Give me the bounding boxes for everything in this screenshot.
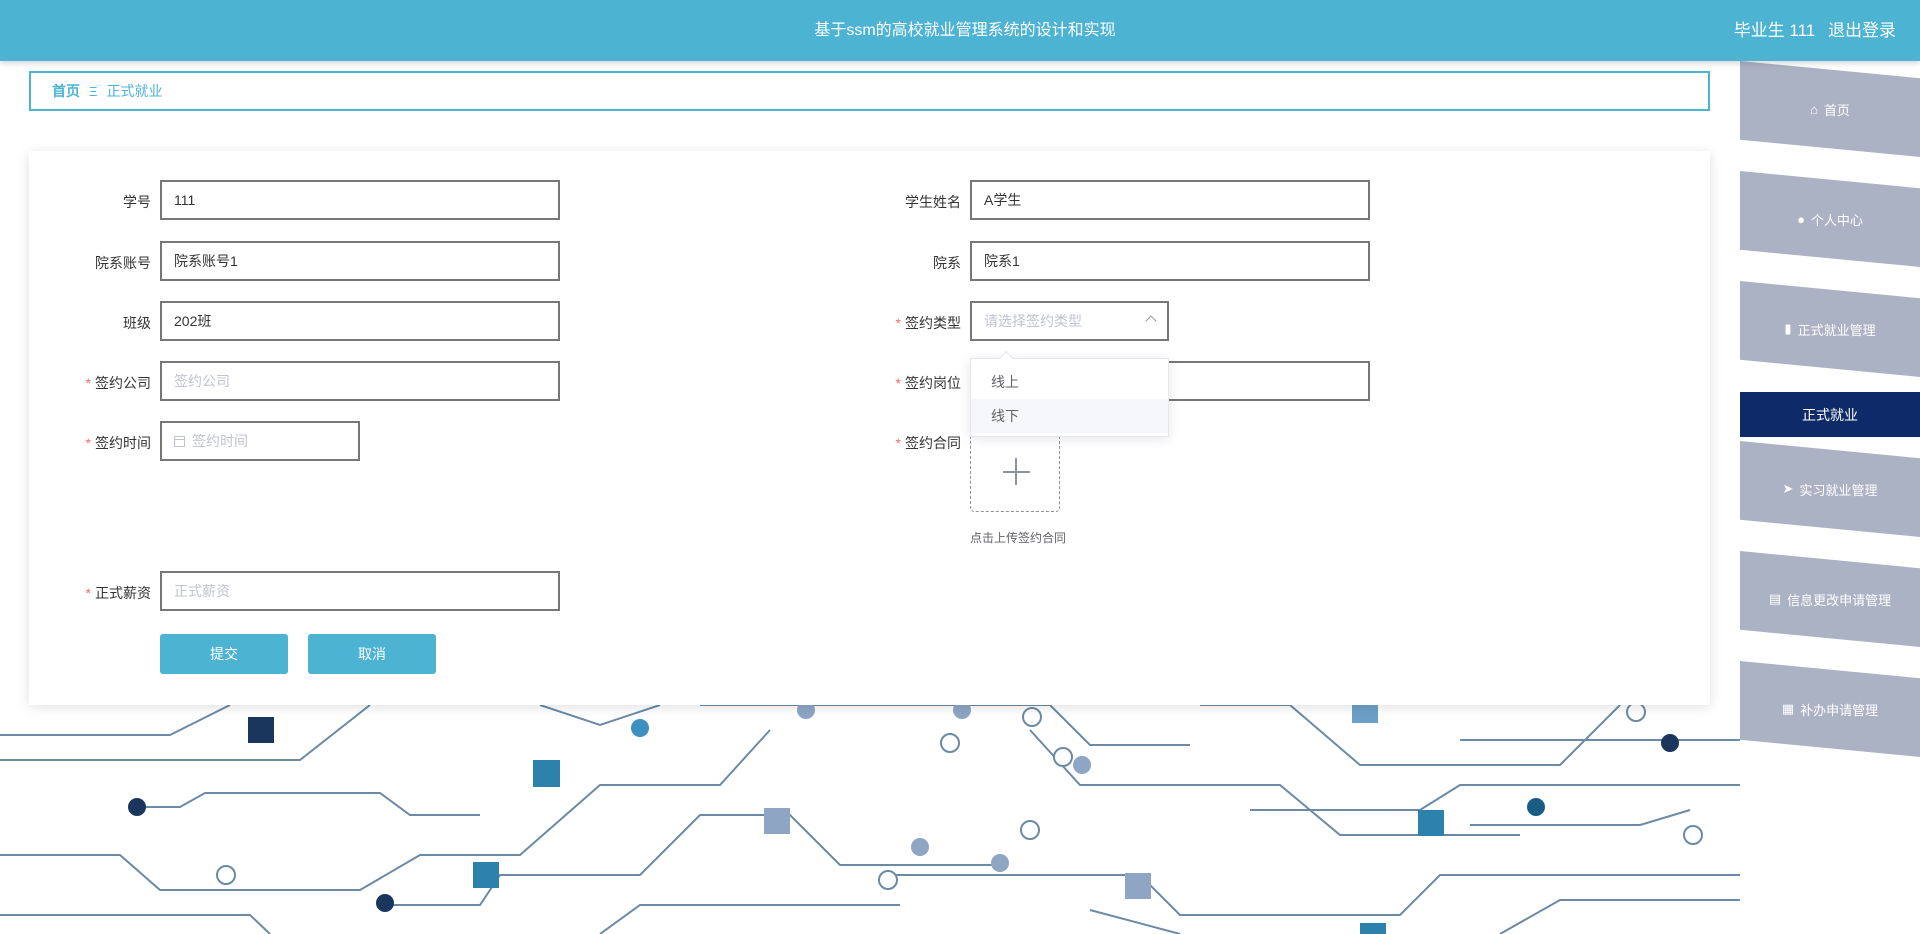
sidebar-item-formal-employment[interactable]: ▮ 正式就业管理	[1740, 281, 1920, 377]
dept-input[interactable]: 院系1	[970, 241, 1370, 281]
current-user: 毕业生 111	[1733, 21, 1816, 40]
sign-contract-label: *签约合同	[895, 435, 961, 451]
sidebar-item-label: 补办申请管理	[1800, 702, 1879, 718]
sign-type-select[interactable]: 请选择签约类型	[970, 301, 1169, 341]
sign-type-dropdown: 线上 线下	[970, 350, 1169, 437]
option-offline[interactable]: 线下	[971, 399, 1168, 433]
user-area: 毕业生 111 退出登录	[1726, 0, 1896, 61]
sidebar-item-info-change[interactable]: ▤ 信息更改申请管理	[1740, 551, 1920, 647]
sidebar-subitem-formal-employment[interactable]: 正式就业	[1740, 392, 1920, 437]
student-no-label: 学号	[123, 194, 151, 210]
clipboard-icon: ▤	[1768, 591, 1782, 606]
class-input[interactable]: 202班	[160, 301, 560, 341]
upload-tip: 点击上传签约合同	[970, 531, 1067, 545]
sign-time-picker[interactable]: 签约时间	[160, 421, 360, 461]
top-header: 基于ssm的高校就业管理系统的设计和实现 毕业生 111 退出登录	[0, 0, 1920, 61]
dept-account-label: 院系账号	[95, 255, 151, 271]
sidebar-item-internship[interactable]: ➤ 实习就业管理	[1740, 441, 1920, 537]
salary-input[interactable]: 正式薪资	[160, 571, 560, 611]
sidebar: ⌂ 首页 ● 个人中心 ▮ 正式就业管理 正式就业 ➤ 实习就业管理 ▤ 信息更改申请管理…	[1740, 61, 1920, 934]
logout-link[interactable]: 退出登录	[1828, 21, 1896, 40]
sign-company-label: *签约公司	[85, 375, 151, 391]
student-name-input[interactable]: A学生	[970, 180, 1370, 220]
class-label: 班级	[123, 315, 151, 331]
dept-label: 院系	[933, 255, 961, 271]
sidebar-item-label: 信息更改申请管理	[1787, 592, 1892, 608]
cancel-button[interactable]: 取消	[308, 634, 436, 674]
student-name-label: 学生姓名	[905, 194, 961, 210]
sidebar-item-label: 个人中心	[1810, 212, 1863, 228]
sign-position-label: *签约岗位	[895, 375, 961, 391]
home-icon: ⌂	[1810, 101, 1818, 117]
sidebar-item-label: 首页	[1823, 102, 1850, 118]
calendar-icon	[174, 435, 185, 447]
breadcrumb: 首页 Ξ 正式就业	[29, 71, 1710, 111]
student-no-input[interactable]: 111	[160, 180, 560, 220]
grid-icon: ▦	[1781, 701, 1795, 716]
contract-upload-button[interactable]	[970, 430, 1060, 512]
sign-type-label: *签约类型	[895, 315, 961, 331]
submit-button[interactable]: 提交	[160, 634, 288, 674]
breadcrumb-separator: Ξ	[89, 83, 98, 99]
circuit-background	[0, 705, 1740, 934]
employment-form: 学号 111 学生姓名 A学生 院系账号 院系账号1 院系 院系1 班级 202…	[29, 151, 1710, 705]
breadcrumb-home[interactable]: 首页	[52, 83, 80, 99]
sidebar-item-label: 实习就业管理	[1799, 482, 1878, 498]
option-online[interactable]: 线上	[991, 374, 1019, 390]
sidebar-item-reissue[interactable]: ▦ 补办申请管理	[1740, 661, 1920, 757]
salary-label: *正式薪资	[85, 585, 151, 601]
chevron-up-icon	[1145, 315, 1157, 327]
sign-type-placeholder: 请选择签约类型	[984, 313, 1082, 329]
flag-icon: ▮	[1784, 321, 1792, 336]
user-icon: ●	[1797, 211, 1805, 227]
sign-company-input[interactable]: 签约公司	[160, 361, 560, 401]
plus-icon-vertical	[1015, 458, 1017, 485]
system-title: 基于ssm的高校就业管理系统的设计和实现	[814, 22, 1116, 39]
breadcrumb-current: 正式就业	[106, 83, 163, 99]
dropdown-arrow	[998, 350, 1014, 366]
sign-time-label: *签约时间	[85, 435, 151, 451]
sidebar-item-home[interactable]: ⌂ 首页	[1740, 61, 1920, 157]
dept-account-input[interactable]: 院系账号1	[160, 241, 560, 281]
sidebar-item-label: 正式就业管理	[1797, 322, 1876, 338]
sidebar-item-profile[interactable]: ● 个人中心	[1740, 171, 1920, 267]
send-icon: ➤	[1782, 481, 1794, 496]
